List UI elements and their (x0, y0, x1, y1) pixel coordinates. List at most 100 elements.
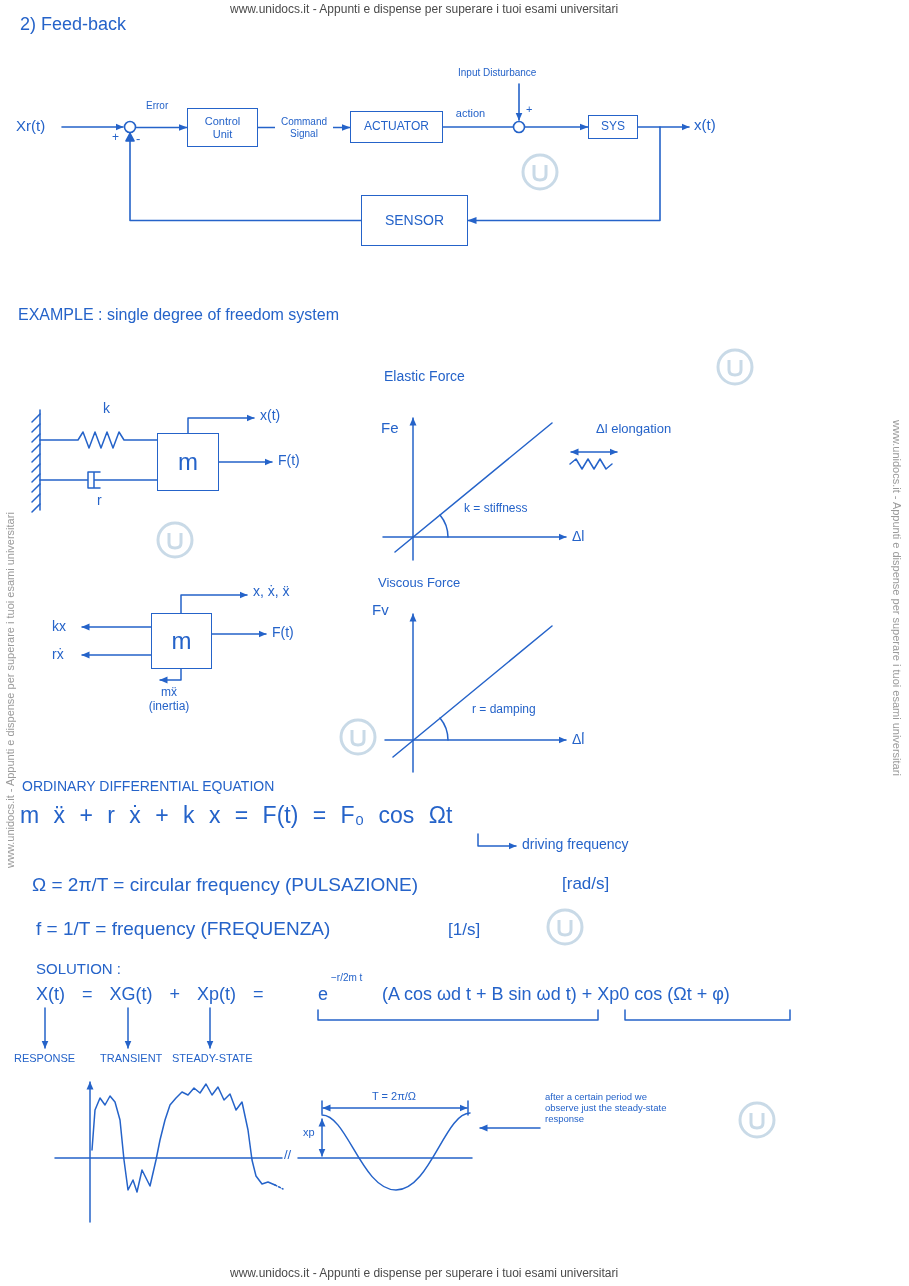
unit: [rad/s] (562, 874, 609, 894)
summing-junction (514, 122, 525, 133)
axis-break: // (284, 1148, 291, 1163)
sign: + (526, 103, 532, 116)
angle-arc (440, 515, 448, 537)
term-name: RESPONSE (14, 1052, 75, 1065)
elongation-arrow (571, 451, 617, 453)
sign: - (136, 132, 140, 147)
spring-symbol (40, 432, 157, 448)
note-arrow (480, 1127, 540, 1129)
period-dimension (323, 1107, 467, 1109)
steady-state-curve (322, 1113, 470, 1190)
spring-mass-sketch (32, 410, 272, 680)
response-plot (55, 1082, 540, 1222)
dimension: xp (303, 1126, 315, 1139)
damper-label: r (97, 492, 102, 508)
signal-name: Xr(t) (16, 117, 45, 134)
damper-symbol (40, 472, 157, 488)
watermark-logos (341, 720, 375, 754)
axis-label: Fv (372, 601, 389, 618)
sign: + (112, 131, 119, 145)
watermark-logos (169, 533, 181, 548)
note: after a certain period we observe just t… (545, 1092, 673, 1125)
section-heading: ORDINARY DIFFERENTIAL EQUATION (22, 778, 274, 794)
control-unit-box: Control Unit (187, 108, 258, 147)
watermark: www.unidocs.it - Appunti e dispense per … (230, 3, 618, 17)
watermark: www.unidocs.it - Appunti e dispense per … (230, 1267, 618, 1281)
force-arrow (82, 626, 151, 628)
variable-label: x, ẋ, ẍ (253, 583, 290, 599)
note: Δl elongation (596, 422, 671, 437)
signal-name: Error (146, 100, 168, 112)
axis (383, 536, 566, 538)
equation-marks (45, 834, 790, 1048)
spring-label: k (103, 400, 110, 416)
definition: f = 1/T = frequency (FREQUENZA) (36, 918, 330, 940)
definition: Ω = 2π/T = circular frequency (PULSAZION… (32, 874, 418, 896)
axis (412, 614, 414, 772)
watermark-logos (158, 523, 192, 557)
watermark-logos (729, 360, 741, 375)
pointer-arrow (209, 1008, 211, 1048)
amplitude-marker (321, 1119, 323, 1156)
axis-label: Fe (381, 419, 399, 436)
dimension-tick (322, 1101, 468, 1115)
equation: X(t) = XG(t) + Xp(t) = (36, 984, 264, 1005)
node-label: Control Unit (199, 115, 247, 140)
equation: (A cos ωd t + B sin ωd t) + Xp0 cos (Ωt … (382, 984, 730, 1005)
watermark-logos (534, 165, 546, 180)
signal-name: Input Disturbance (458, 67, 536, 79)
system-box: SYS (588, 115, 638, 139)
dimension: T = 2π/Ω (372, 1090, 416, 1103)
slope-label: r = damping (472, 703, 536, 717)
watermark-logos (523, 155, 557, 189)
node-label: m (178, 448, 198, 476)
watermark: www.unidocs.it - Appunti e dispense per … (4, 512, 17, 868)
watermark: www.unidocs.it - Appunti e dispense per … (890, 420, 903, 776)
actuator-box: ACTUATOR (350, 111, 443, 143)
watermark-logos (718, 350, 752, 384)
force-label: kx (52, 618, 66, 634)
signal-name: Command Signal (275, 116, 333, 139)
input-arrow (62, 126, 123, 128)
term-name: TRANSIENT (100, 1052, 162, 1065)
displacement-arrow (188, 418, 254, 433)
hook-arrow (478, 834, 516, 846)
axis-label: Δl (572, 528, 584, 544)
signal-connector (468, 127, 660, 221)
watermark-logos (523, 155, 557, 189)
equation: m ẍ + r ẋ + k x = F(t) = F₀ cos Ωt (20, 802, 452, 828)
node-label: ACTUATOR (364, 120, 429, 134)
output-arrow (660, 126, 689, 128)
graph-title: Elastic Force (384, 368, 465, 384)
watermark-logos (352, 730, 364, 745)
transient-curve (92, 1084, 275, 1192)
force-arrow (82, 654, 151, 656)
slope-label: k = stiffness (464, 502, 527, 516)
axis (55, 1157, 472, 1159)
section-heading: SOLUTION : (36, 960, 121, 977)
unit: [1/s] (448, 920, 480, 940)
note: driving frequency (522, 836, 629, 852)
inertia-arrow (160, 669, 181, 680)
bracket (625, 1010, 790, 1020)
force-arrow (219, 461, 272, 463)
watermark-logos (158, 523, 192, 557)
watermark-logos (548, 910, 582, 944)
axis-label: Δl̇ (572, 731, 584, 747)
mass-box: m (151, 613, 212, 669)
pointer-arrow (127, 1008, 129, 1048)
graph-line (393, 626, 552, 757)
bracket (318, 1010, 598, 1020)
watermark-logos (559, 920, 571, 935)
section-heading: EXAMPLE : single degree of freedom syste… (18, 306, 339, 324)
force-label: F(t) (272, 624, 294, 640)
force-label: mẍ (inertia) (140, 686, 198, 714)
transient-curve-end (275, 1185, 283, 1189)
pointer-arrow (44, 1008, 46, 1048)
watermark-logos (740, 1103, 774, 1137)
signal-name: x(t) (694, 116, 716, 133)
angle-arc (440, 718, 448, 740)
